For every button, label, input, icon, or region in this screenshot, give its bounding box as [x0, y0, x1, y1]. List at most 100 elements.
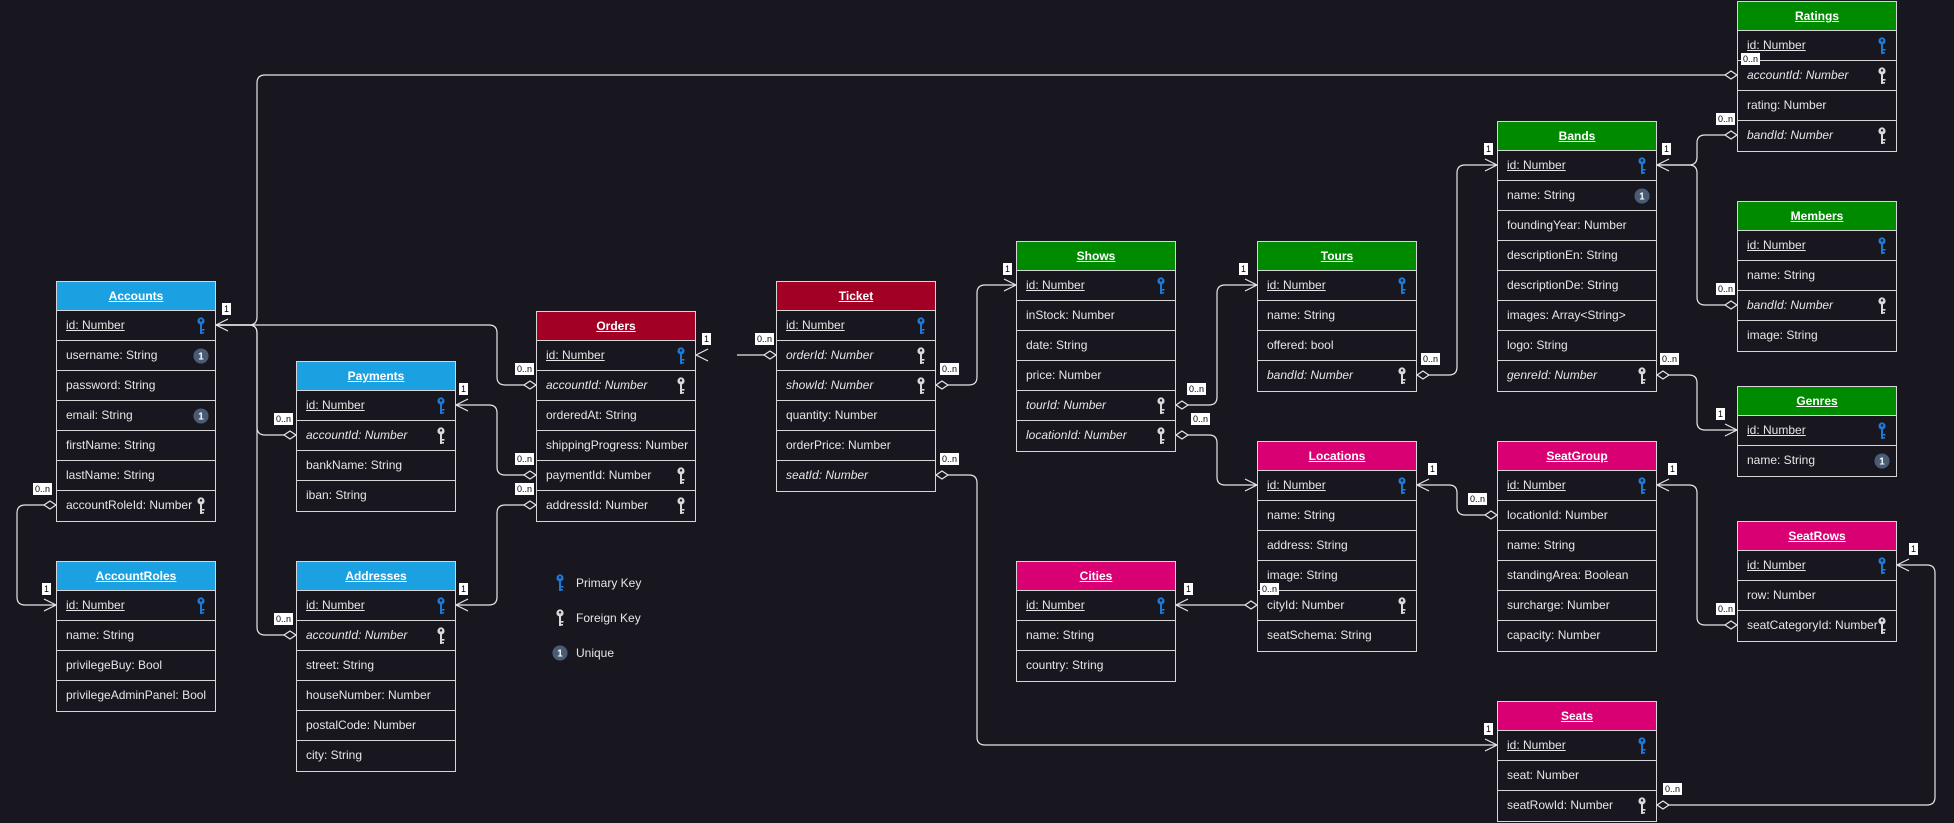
- field-row[interactable]: accountRoleId: Number: [57, 491, 215, 521]
- field-row[interactable]: rating: Number: [1738, 91, 1896, 121]
- field-row[interactable]: seatRowId: Number: [1498, 791, 1656, 821]
- primary-key-field[interactable]: id: Number: [1498, 471, 1656, 501]
- entity-locations-title[interactable]: Locations: [1258, 442, 1416, 471]
- primary-key-field[interactable]: id: Number: [1738, 551, 1896, 581]
- field-row[interactable]: inStock: Number: [1017, 301, 1175, 331]
- field-row[interactable]: accountId: Number: [1738, 61, 1896, 91]
- primary-key-field[interactable]: id: Number: [297, 591, 455, 621]
- entity-addresses-title[interactable]: Addresses: [297, 562, 455, 591]
- field-row[interactable]: locationId: Number: [1017, 421, 1175, 451]
- entity-orders-title[interactable]: Orders: [537, 312, 695, 341]
- field-row[interactable]: firstName: String: [57, 431, 215, 461]
- field-row[interactable]: orderPrice: Number: [777, 431, 935, 461]
- field-row[interactable]: iban: String: [297, 481, 455, 511]
- field-row[interactable]: name: String: [1258, 301, 1416, 331]
- field-row[interactable]: offered: bool: [1258, 331, 1416, 361]
- field-row[interactable]: date: String: [1017, 331, 1175, 361]
- field-row[interactable]: privilegeBuy: Bool: [57, 651, 215, 681]
- field-row[interactable]: image: String: [1738, 321, 1896, 351]
- field-row[interactable]: bankName: String: [297, 451, 455, 481]
- primary-key-field[interactable]: id: Number: [1738, 416, 1896, 446]
- entity-ticket-title[interactable]: Ticket: [777, 282, 935, 311]
- primary-key-field[interactable]: id: Number: [1498, 151, 1656, 181]
- primary-key-field[interactable]: id: Number: [1738, 231, 1896, 261]
- field-row[interactable]: seat: Number: [1498, 761, 1656, 791]
- entity-genres-title[interactable]: Genres: [1738, 387, 1896, 416]
- field-row[interactable]: image: String: [1258, 561, 1416, 591]
- field-row[interactable]: surcharge: Number: [1498, 591, 1656, 621]
- field-row[interactable]: address: String: [1258, 531, 1416, 561]
- field-row[interactable]: name: String: [1017, 621, 1175, 651]
- field-row[interactable]: accountId: Number: [297, 421, 455, 451]
- entity-cities-title[interactable]: Cities: [1017, 562, 1175, 591]
- field-row[interactable]: name: String: [1258, 501, 1416, 531]
- field-row[interactable]: password: String: [57, 371, 215, 401]
- field-row[interactable]: row: Number: [1738, 581, 1896, 611]
- field-row[interactable]: descriptionEn: String: [1498, 241, 1656, 271]
- primary-key-field[interactable]: id: Number: [1017, 271, 1175, 301]
- entity-accounts-title[interactable]: Accounts: [57, 282, 215, 311]
- entity-bands-title[interactable]: Bands: [1498, 122, 1656, 151]
- field-row[interactable]: price: Number: [1017, 361, 1175, 391]
- field-row[interactable]: quantity: Number: [777, 401, 935, 431]
- field-row[interactable]: city: String: [297, 741, 455, 771]
- entity-seatrows-title[interactable]: SeatRows: [1738, 522, 1896, 551]
- field-row[interactable]: bandId: Number: [1738, 121, 1896, 151]
- field-row[interactable]: name: String: [1498, 531, 1656, 561]
- field-row[interactable]: genreId: Number: [1498, 361, 1656, 391]
- field-row[interactable]: bandId: Number: [1738, 291, 1896, 321]
- field-row[interactable]: lastName: String: [57, 461, 215, 491]
- field-row[interactable]: images: Array<String>: [1498, 301, 1656, 331]
- field-row[interactable]: capacity: Number: [1498, 621, 1656, 651]
- field-row[interactable]: privilegeAdminPanel: Bool: [57, 681, 215, 711]
- field-row[interactable]: addressId: Number: [537, 491, 695, 521]
- field-row[interactable]: street: String: [297, 651, 455, 681]
- field-row[interactable]: locationId: Number: [1498, 501, 1656, 531]
- field-row[interactable]: paymentId: Number: [537, 461, 695, 491]
- entity-payments-title[interactable]: Payments: [297, 362, 455, 391]
- primary-key-field[interactable]: id: Number: [1258, 271, 1416, 301]
- field-row[interactable]: accountId: Number: [297, 621, 455, 651]
- primary-key-field[interactable]: id: Number: [1258, 471, 1416, 501]
- field-row[interactable]: cityId: Number: [1258, 591, 1416, 621]
- primary-key-field[interactable]: id: Number: [1498, 731, 1656, 761]
- field-row[interactable]: showId: Number: [777, 371, 935, 401]
- field-row[interactable]: orderId: Number: [777, 341, 935, 371]
- field-row[interactable]: seatCategoryId: Number: [1738, 611, 1896, 641]
- field-row[interactable]: shippingProgress: Number: [537, 431, 695, 461]
- primary-key-field[interactable]: id: Number: [537, 341, 695, 371]
- primary-key-field[interactable]: id: Number: [57, 591, 215, 621]
- field-row[interactable]: logo: String: [1498, 331, 1656, 361]
- field-row[interactable]: seatSchema: String: [1258, 621, 1416, 651]
- entity-ratings-title[interactable]: Ratings: [1738, 2, 1896, 31]
- field-row[interactable]: name: String: [1738, 261, 1896, 291]
- entity-seats-title[interactable]: Seats: [1498, 702, 1656, 731]
- primary-key-field[interactable]: id: Number: [777, 311, 935, 341]
- field-row[interactable]: bandId: Number: [1258, 361, 1416, 391]
- field-row[interactable]: orderedAt: String: [537, 401, 695, 431]
- primary-key-field[interactable]: id: Number: [297, 391, 455, 421]
- field-row[interactable]: name: String: [57, 621, 215, 651]
- field-row[interactable]: descriptionDe: String: [1498, 271, 1656, 301]
- entity-accountroles-title[interactable]: AccountRoles: [57, 562, 215, 591]
- field-row[interactable]: standingArea: Boolean: [1498, 561, 1656, 591]
- field-row[interactable]: houseNumber: Number: [297, 681, 455, 711]
- primary-key-field[interactable]: id: Number: [57, 311, 215, 341]
